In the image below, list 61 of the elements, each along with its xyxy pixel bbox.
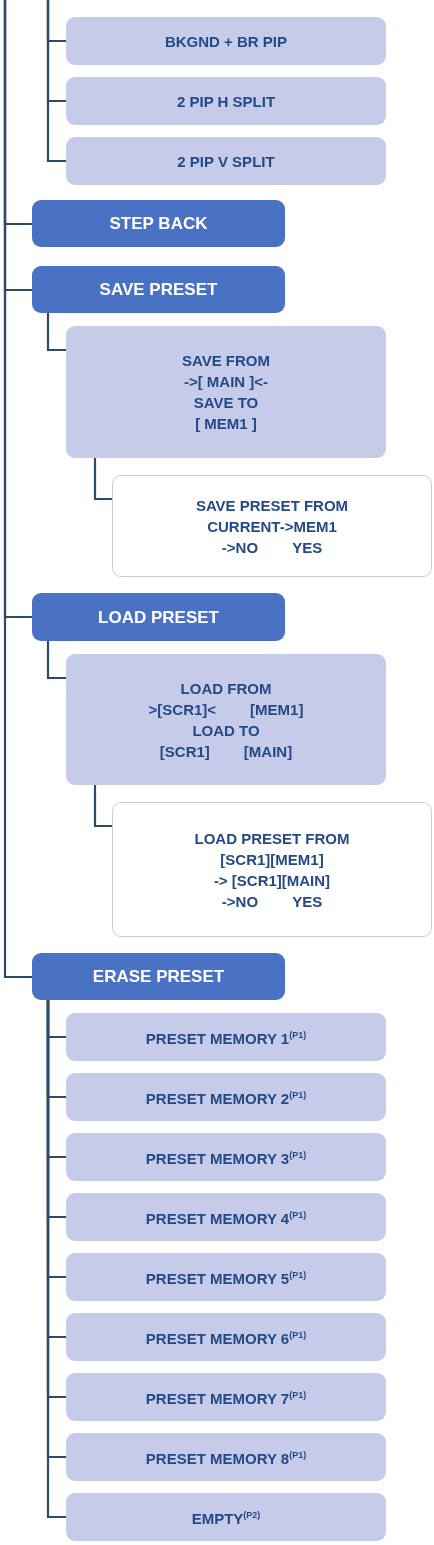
menu-item-box xyxy=(66,137,386,185)
connector-line xyxy=(46,313,66,352)
menu-text: LOAD FROM xyxy=(180,678,272,699)
menu-text: 2 PIP V SPLIT xyxy=(177,151,275,172)
connector-line xyxy=(93,458,112,501)
menu-text: [MEM1] xyxy=(250,699,304,720)
menu-text: YES xyxy=(292,891,323,912)
connector-line xyxy=(46,641,66,680)
menu-item-box xyxy=(66,17,386,65)
menu-text: [SCR1] xyxy=(159,741,210,762)
menu-text: STEP BACK xyxy=(109,213,208,234)
menu-text: SAVE PRESET xyxy=(99,279,218,300)
menu-text: SAVE FROM xyxy=(181,351,271,371)
confirm-dialog-box xyxy=(112,475,432,577)
menu-text: EMPTY$^{(P2)}$ xyxy=(191,1509,261,1529)
menu-heading-box xyxy=(32,593,285,641)
menu-text: LOAD PRESET FROM xyxy=(194,828,350,849)
menu-item-box xyxy=(66,1313,386,1361)
menu-item-box xyxy=(66,1193,386,1241)
menu-text: PRESET MEMORY 7$^{(P1)}$ xyxy=(145,1389,307,1409)
connector-line xyxy=(46,0,66,163)
menu-text: YES xyxy=(292,537,323,558)
menu-text: BKGND + BR PIP xyxy=(164,31,288,52)
menu-item-box xyxy=(66,77,386,125)
menu-text: 2 PIP H SPLIT xyxy=(176,91,276,112)
menu-item-box xyxy=(66,1373,386,1421)
menu-item-box xyxy=(66,1073,386,1121)
menu-heading-box xyxy=(32,266,285,313)
menu-heading-box xyxy=(32,953,285,1000)
connector-line xyxy=(93,785,112,828)
menu-item-box xyxy=(66,1493,386,1541)
confirm-dialog-box xyxy=(112,802,432,937)
menu-text: PRESET MEMORY 5$^{(P1)}$ xyxy=(145,1269,307,1289)
menu-item-box xyxy=(66,654,386,785)
menu-text: PRESET MEMORY 4$^{(P1)}$ xyxy=(145,1209,307,1229)
menu-text: [SCR1][MEM1] xyxy=(220,849,324,870)
menu-text: CURRENT->MEM1 xyxy=(207,516,337,537)
menu-text: PRESET MEMORY 3$^{(P1)}$ xyxy=(145,1149,307,1169)
menu-text: LOAD PRESET xyxy=(98,606,219,628)
connector-line xyxy=(3,0,32,979)
menu-text: ERASE PRESET xyxy=(92,966,225,987)
menu-text: ->NO xyxy=(221,537,259,558)
menu-text: SAVE TO xyxy=(193,393,259,413)
menu-item-box xyxy=(66,1253,386,1301)
menu-text: PRESET MEMORY 8$^{(P1)}$ xyxy=(145,1449,307,1469)
menu-text: [MAIN] xyxy=(243,741,293,762)
menu-item-box xyxy=(66,1433,386,1481)
menu-item-box xyxy=(66,326,386,458)
menu-text: ->NO xyxy=(221,891,259,912)
menu-text: PRESET MEMORY 1$^{(P1)}$ xyxy=(145,1029,307,1049)
menu-text: >[SCR1]< xyxy=(148,699,217,720)
menu-text: PRESET MEMORY 6$^{(P1)}$ xyxy=(145,1329,307,1349)
menu-text: -> [SCR1][MAIN] xyxy=(213,870,331,891)
menu-text: LOAD TO xyxy=(192,720,260,741)
menu-item-box xyxy=(66,1013,386,1061)
menu-text: ->[ MAIN ]<- xyxy=(183,372,269,392)
menu-text: [ MEM1 ] xyxy=(195,414,257,434)
menu-item-box xyxy=(66,1133,386,1181)
menu-text: SAVE PRESET FROM xyxy=(195,495,349,516)
menu-heading-box xyxy=(32,200,285,247)
menu-text: PRESET MEMORY 2$^{(P1)}$ xyxy=(145,1089,307,1109)
